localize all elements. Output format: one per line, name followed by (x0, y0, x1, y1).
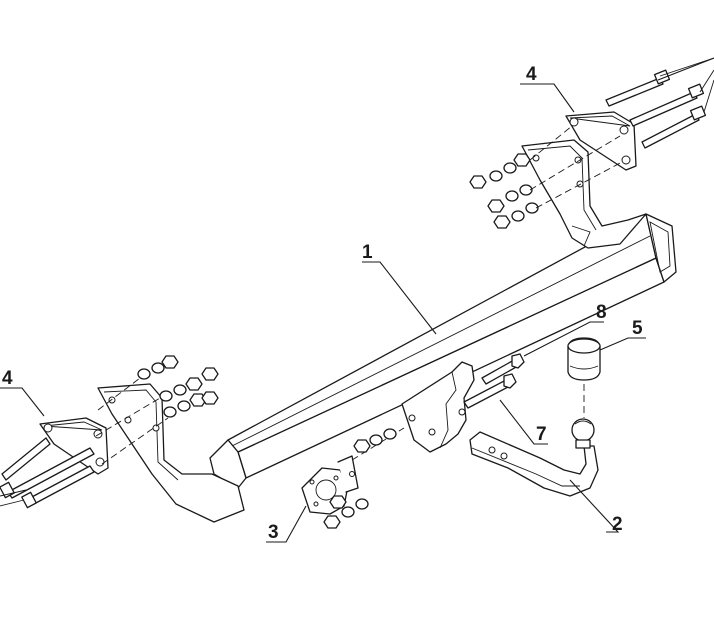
bolt-lower (463, 373, 517, 409)
socket-plate (301, 455, 359, 515)
callout-ball-cover: 5 (632, 318, 643, 339)
callout-bolt-upper: 8 (596, 302, 607, 323)
ball-cover (567, 337, 601, 381)
left-bolts (0, 437, 95, 509)
callout-main-bar: 1 (362, 242, 373, 263)
leader-lines (0, 57, 714, 543)
callout-socket-plate: 3 (268, 522, 279, 543)
left-bracket-plate (39, 417, 109, 475)
left-mounting-arm (97, 383, 245, 523)
right-nuts-washers (469, 153, 539, 229)
ball-neck (469, 418, 599, 497)
right-bolts (605, 57, 714, 149)
callout-bracket-right: 4 (526, 64, 537, 85)
bolt-upper (481, 353, 525, 385)
left-nuts-washers (137, 355, 219, 418)
right-bracket-plate (565, 111, 637, 171)
callout-bracket-left: 4 (2, 368, 13, 389)
callout-bolt-lower: 7 (536, 424, 547, 445)
main-crossbar (209, 213, 677, 489)
callout-ball-neck: 2 (612, 514, 623, 535)
hitch-mount-bracket (401, 361, 475, 453)
socket-plate-nuts (323, 495, 369, 529)
mid-nuts-washers (353, 428, 397, 453)
